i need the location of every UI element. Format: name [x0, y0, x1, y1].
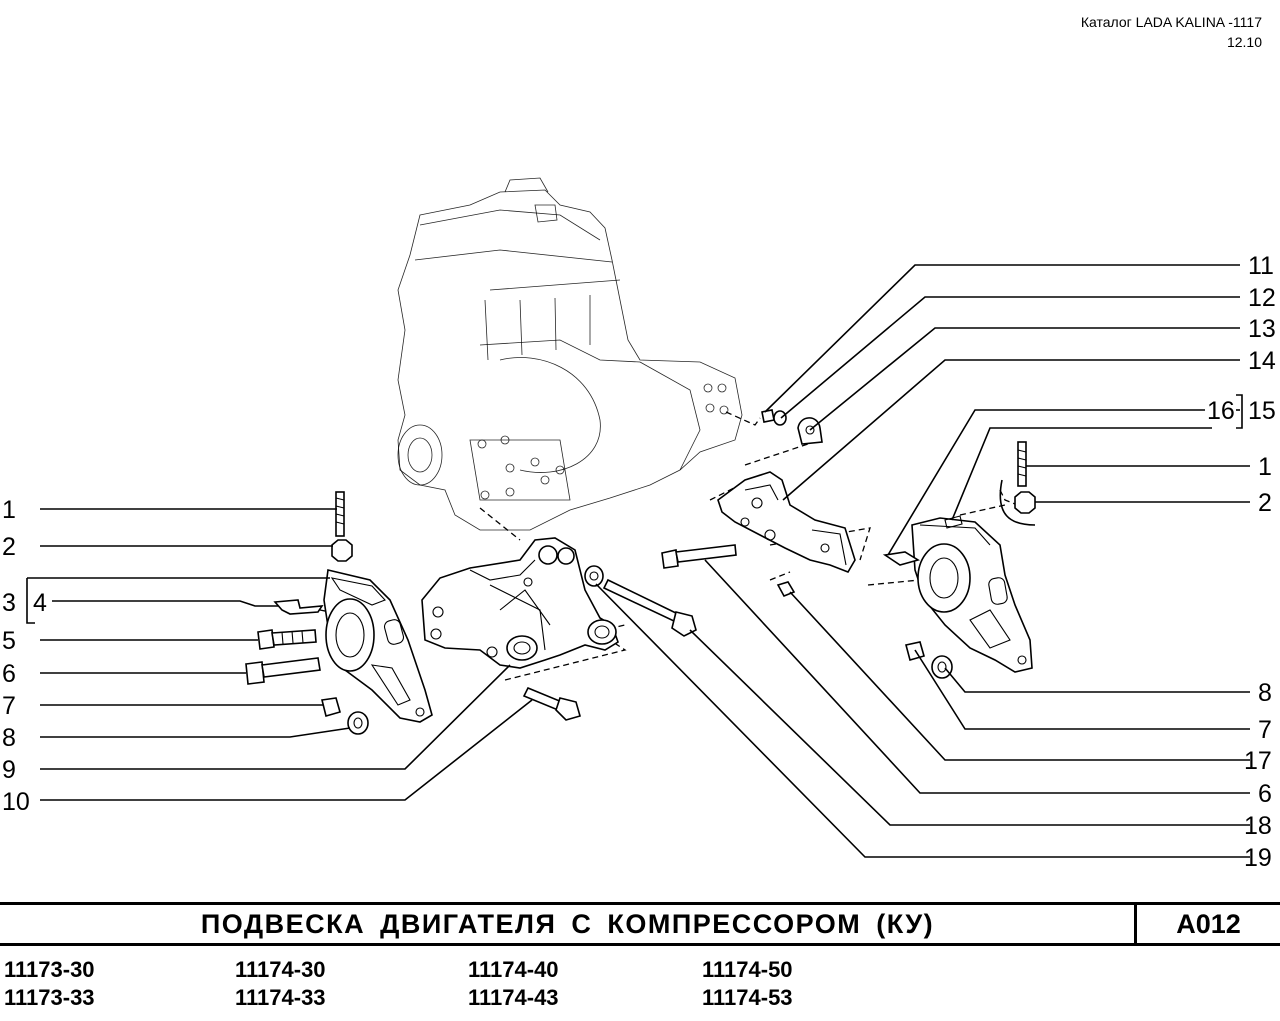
callout-16: 16 [1207, 397, 1235, 425]
center-small-parts [522, 565, 697, 721]
left-small-parts [245, 491, 369, 735]
callout-9: 9 [2, 756, 16, 784]
callout-3: 3 [2, 589, 16, 617]
callout-1: 1 [2, 496, 16, 524]
model-code: 11174-43 [468, 985, 559, 1010]
catalog-name: Каталог LADA KALINA -1117 [1080, 14, 1262, 30]
model-code: 11173-33 [4, 985, 95, 1010]
right-small-parts [905, 441, 1036, 679]
center-compressor-bracket [421, 537, 619, 669]
callout-8: 8 [2, 724, 16, 752]
callouts-left: 1 2 3 4 5 6 7 8 9 10 [2, 496, 47, 816]
callout-11: 11 [1248, 252, 1274, 280]
model-code: 11174-40 [468, 957, 559, 982]
callout-12: 12 [1248, 284, 1276, 312]
engine-mount-diagram: 1 2 3 4 5 6 7 8 9 10 11 12 13 14 16 15 1… [2, 177, 1276, 872]
gearbox-bracket [661, 409, 856, 598]
model-code: 11174-50 [702, 957, 793, 982]
callout-7-right: 7 [1258, 716, 1272, 744]
leader-lines [26, 264, 1250, 858]
callouts-right: 11 12 13 14 16 15 1 2 8 7 17 6 18 19 [1207, 252, 1276, 872]
callout-1-right: 1 [1258, 453, 1272, 481]
callout-19: 19 [1244, 844, 1272, 872]
callout-5: 5 [2, 627, 16, 655]
catalog-date: 12.10 [1226, 34, 1262, 50]
section-code: А012 [1176, 909, 1241, 939]
callout-14: 14 [1248, 347, 1276, 375]
callout-2: 2 [2, 533, 16, 561]
model-code: 11174-53 [702, 985, 793, 1010]
right-mount-bracket [882, 515, 1033, 673]
model-code: 11173-30 [4, 957, 95, 982]
callout-2-right: 2 [1258, 489, 1272, 517]
engine-gearbox-outline [397, 177, 743, 531]
callout-4: 4 [33, 589, 47, 617]
catalog-header: Каталог LADA KALINA -1117 12.10 [1081, 12, 1262, 52]
page-title: ПОДВЕСКА ДВИГАТЕЛЯ С КОМПРЕССОРОМ (КУ) [200, 909, 935, 939]
callout-15: 15 [1248, 397, 1276, 425]
callout-10: 10 [2, 788, 30, 816]
model-list: 11173-30 11173-33 11174-30 11174-33 1117… [0, 956, 1280, 1016]
callout-18: 18 [1244, 812, 1272, 840]
callout-6: 6 [2, 660, 16, 688]
callout-8-right: 8 [1258, 679, 1272, 707]
model-code: 11174-33 [235, 985, 326, 1010]
callout-17: 17 [1244, 747, 1272, 775]
callout-6-right: 6 [1258, 780, 1272, 808]
callout-7: 7 [2, 692, 16, 720]
callout-13: 13 [1248, 315, 1276, 343]
left-mount-bracket [323, 569, 433, 723]
title-bar: ПОДВЕСКА ДВИГАТЕЛЯ С КОМПРЕССОРОМ (КУ) А… [0, 902, 1280, 946]
model-code: 11174-30 [235, 957, 326, 982]
title-divider [1134, 905, 1137, 943]
